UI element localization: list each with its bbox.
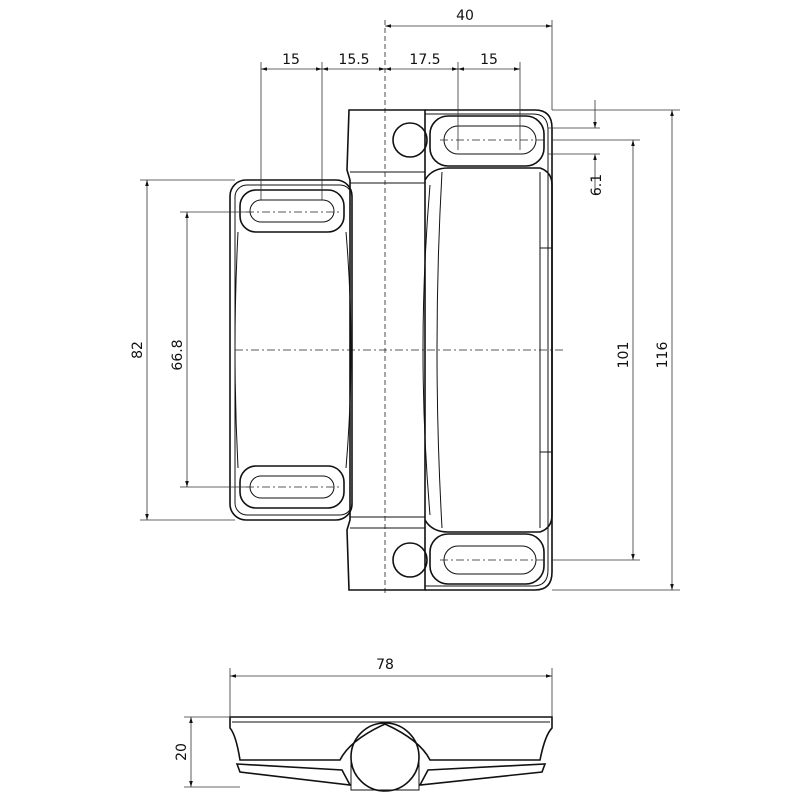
dim-101: 101 [552, 139, 640, 561]
pin-top [392, 122, 428, 158]
dim-40: 40 [385, 8, 553, 110]
dim-20: 20 [174, 716, 240, 788]
dim-label-15-right: 15 [480, 52, 498, 68]
dim-label-40: 40 [456, 8, 474, 24]
dim-label-66-8: 66.8 [170, 339, 186, 370]
dim-82: 82 [130, 179, 235, 521]
side-pin [350, 722, 420, 792]
side-view [229, 716, 553, 792]
dim-label-78: 78 [376, 657, 394, 673]
dim-label-17-5: 17.5 [409, 52, 440, 68]
dim-chain-top: 15 15.5 17.5 15 [260, 52, 521, 200]
dim-label-116: 116 [655, 342, 671, 369]
right-plate [422, 109, 553, 591]
dim-116: 116 [552, 109, 680, 591]
dim-label-82: 82 [130, 341, 146, 359]
pin-bottom [392, 542, 428, 578]
slot-left-top [239, 189, 345, 233]
dim-label-6-1: 6.1 [589, 174, 605, 196]
dim-66-8: 66.8 [170, 211, 250, 488]
dim-label-101: 101 [616, 342, 632, 369]
dim-label-15-5: 15.5 [338, 52, 369, 68]
dim-label-20: 20 [174, 743, 190, 761]
slot-right-bottom [429, 533, 545, 585]
slot-right-top [429, 115, 545, 167]
dim-label-15-left: 15 [282, 52, 300, 68]
dim-78: 78 [229, 657, 553, 717]
left-plate [229, 179, 353, 521]
dim-6-1: 6.1 [548, 100, 605, 196]
